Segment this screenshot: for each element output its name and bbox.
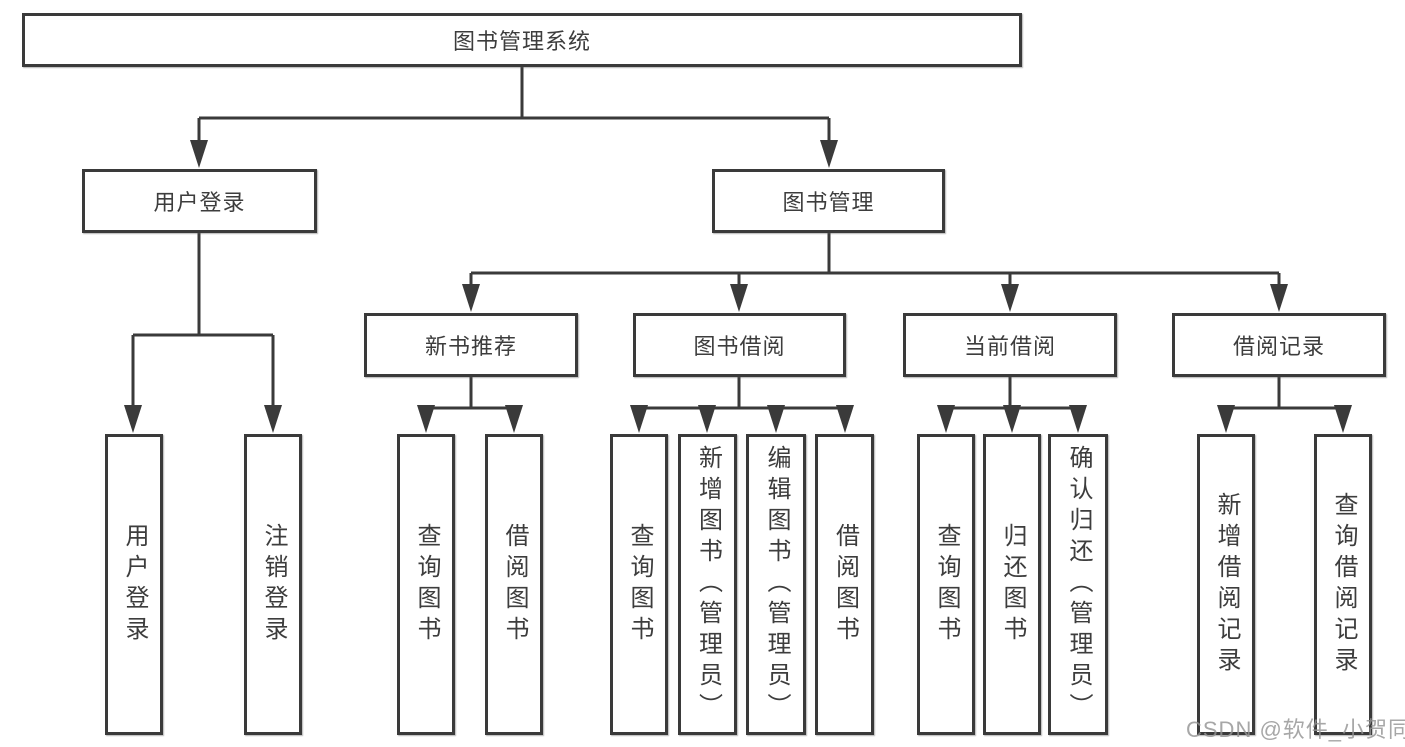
node-label: 查询借阅记录 [1330,491,1357,678]
node-borrowing-records: 借阅记录 [1172,313,1386,377]
arrow-down-icon [1270,284,1288,312]
arrow-down-icon [767,405,785,433]
arrow-down-icon [462,284,480,312]
node-label: 当前借阅 [963,334,1056,359]
arrow-down-icon [1334,405,1352,433]
leaf-add-borrow-record: 新增借阅记录 [1197,434,1255,735]
node-label: 查询图书 [626,522,653,647]
node-label: 新书推荐 [424,334,517,359]
node-label: 用户登录 [121,522,148,647]
leaf-user-login: 用户登录 [105,434,163,735]
node-label: 借阅图书 [831,522,859,647]
arrow-down-icon [1217,405,1235,433]
node-label: 图书管理系统 [452,29,591,54]
node-new-book-recommendation: 新书推荐 [364,313,578,377]
leaf-confirm-return-admin: 确认归还（管理员） [1048,434,1108,735]
node-label: 编辑图书（管理员） [763,445,790,724]
arrow-down-icon [630,405,648,433]
node-label: 新增图书（管理员） [694,445,722,724]
node-current-borrowing: 当前借阅 [903,313,1117,377]
leaf-borrow-books-recommend: 借阅图书 [485,434,543,735]
arrow-down-icon [190,140,208,168]
arrow-down-icon [698,405,716,433]
arrow-down-icon [505,405,523,433]
node-label: 图书借阅 [693,334,786,359]
leaf-query-books-recommend: 查询图书 [397,434,455,735]
node-label: 图书管理 [782,190,875,215]
leaf-query-books-borrowing: 查询图书 [610,434,668,735]
node-book-management: 图书管理 [712,169,945,233]
arrow-down-icon [1069,405,1087,433]
node-label: 借阅图书 [501,522,528,647]
watermark: CSDN @软件_小贺同学 [1186,717,1405,742]
node-label: 借阅记录 [1232,334,1325,359]
node-label: 归还图书 [999,522,1026,647]
arrow-down-icon [124,405,142,433]
node-book-borrowing: 图书借阅 [633,313,846,377]
leaf-query-books-current: 查询图书 [917,434,975,735]
node-label: 用户登录 [153,190,246,215]
node-label: 注销登录 [260,522,287,647]
leaf-logout: 注销登录 [244,434,302,735]
leaf-return-books: 归还图书 [983,434,1041,735]
node-label: 查询图书 [413,522,440,647]
leaf-add-book-admin: 新增图书（管理员） [678,434,737,735]
arrow-down-icon [730,284,748,312]
node-label: 新增借阅记录 [1213,491,1240,678]
leaf-borrow-books-borrowing: 借阅图书 [815,434,874,735]
leaf-query-borrow-record: 查询借阅记录 [1314,434,1372,735]
arrow-down-icon [1001,284,1019,312]
arrow-down-icon [1003,405,1021,433]
arrow-down-icon [417,405,435,433]
node-root-library-management-system: 图书管理系统 [22,13,1022,67]
node-label: 确认归还（管理员） [1065,445,1092,724]
arrow-down-icon [836,405,854,433]
node-label: 查询图书 [933,522,960,647]
leaf-edit-book-admin: 编辑图书（管理员） [746,434,806,735]
arrow-down-icon [264,405,282,433]
arrow-down-icon [820,140,838,168]
node-user-login: 用户登录 [82,169,317,233]
arrow-down-icon [937,405,955,433]
